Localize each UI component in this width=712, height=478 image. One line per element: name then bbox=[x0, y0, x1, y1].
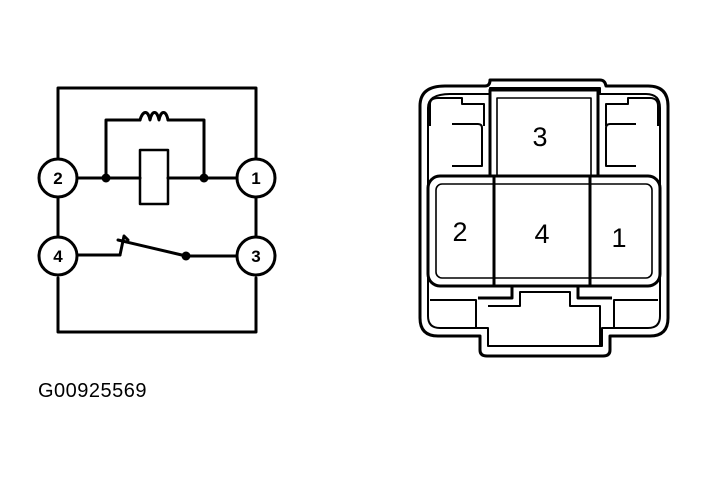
cavity-label-3: 3 bbox=[532, 122, 547, 152]
bottom-corner-right bbox=[613, 299, 658, 328]
switch-contact-hook bbox=[118, 234, 130, 257]
connector-face bbox=[418, 78, 670, 358]
cavity-label-2: 2 bbox=[452, 217, 467, 247]
pin-label-4: 4 bbox=[53, 247, 63, 266]
corner-tab-top-left bbox=[429, 97, 485, 126]
schematic-frame bbox=[56, 86, 258, 334]
switch-arm bbox=[116, 238, 188, 258]
coil-body bbox=[138, 148, 170, 206]
cavity-outline-3 bbox=[488, 88, 600, 176]
housing-outer bbox=[418, 78, 670, 358]
cavity-outline-3-inner bbox=[496, 97, 592, 176]
relay-schematic bbox=[56, 86, 258, 334]
junction-dot-right bbox=[199, 173, 209, 183]
junction-dot-left bbox=[101, 173, 111, 183]
pin-terminal-2: 2 bbox=[37, 157, 79, 199]
cavity-label-4: 4 bbox=[534, 219, 549, 249]
pin-terminal-4: 4 bbox=[37, 235, 79, 277]
pin-label-1: 1 bbox=[251, 169, 260, 188]
pin-label-2: 2 bbox=[53, 169, 62, 188]
figure-id: G00925569 bbox=[38, 380, 148, 402]
housing-inner bbox=[427, 87, 661, 347]
coil-winding bbox=[138, 111, 170, 122]
pin-terminal-1: 1 bbox=[235, 157, 277, 199]
cavity-band-outer bbox=[426, 174, 662, 288]
coil-loop-right bbox=[166, 118, 206, 178]
bottom-corner-left bbox=[430, 299, 477, 328]
switch-pivot-dot bbox=[181, 251, 191, 261]
bottom-key-outer bbox=[478, 286, 612, 300]
cavity-label-1: 1 bbox=[611, 223, 626, 253]
ledge-top-left bbox=[452, 123, 483, 167]
corner-tab-top-right bbox=[605, 97, 659, 126]
coil-loop bbox=[104, 118, 142, 178]
cavity-band-inner bbox=[435, 183, 653, 279]
bottom-key-inner bbox=[488, 291, 601, 346]
pin-label-3: 3 bbox=[251, 247, 260, 266]
pin-terminal-3: 3 bbox=[235, 235, 277, 277]
ledge-top-right bbox=[605, 123, 636, 167]
